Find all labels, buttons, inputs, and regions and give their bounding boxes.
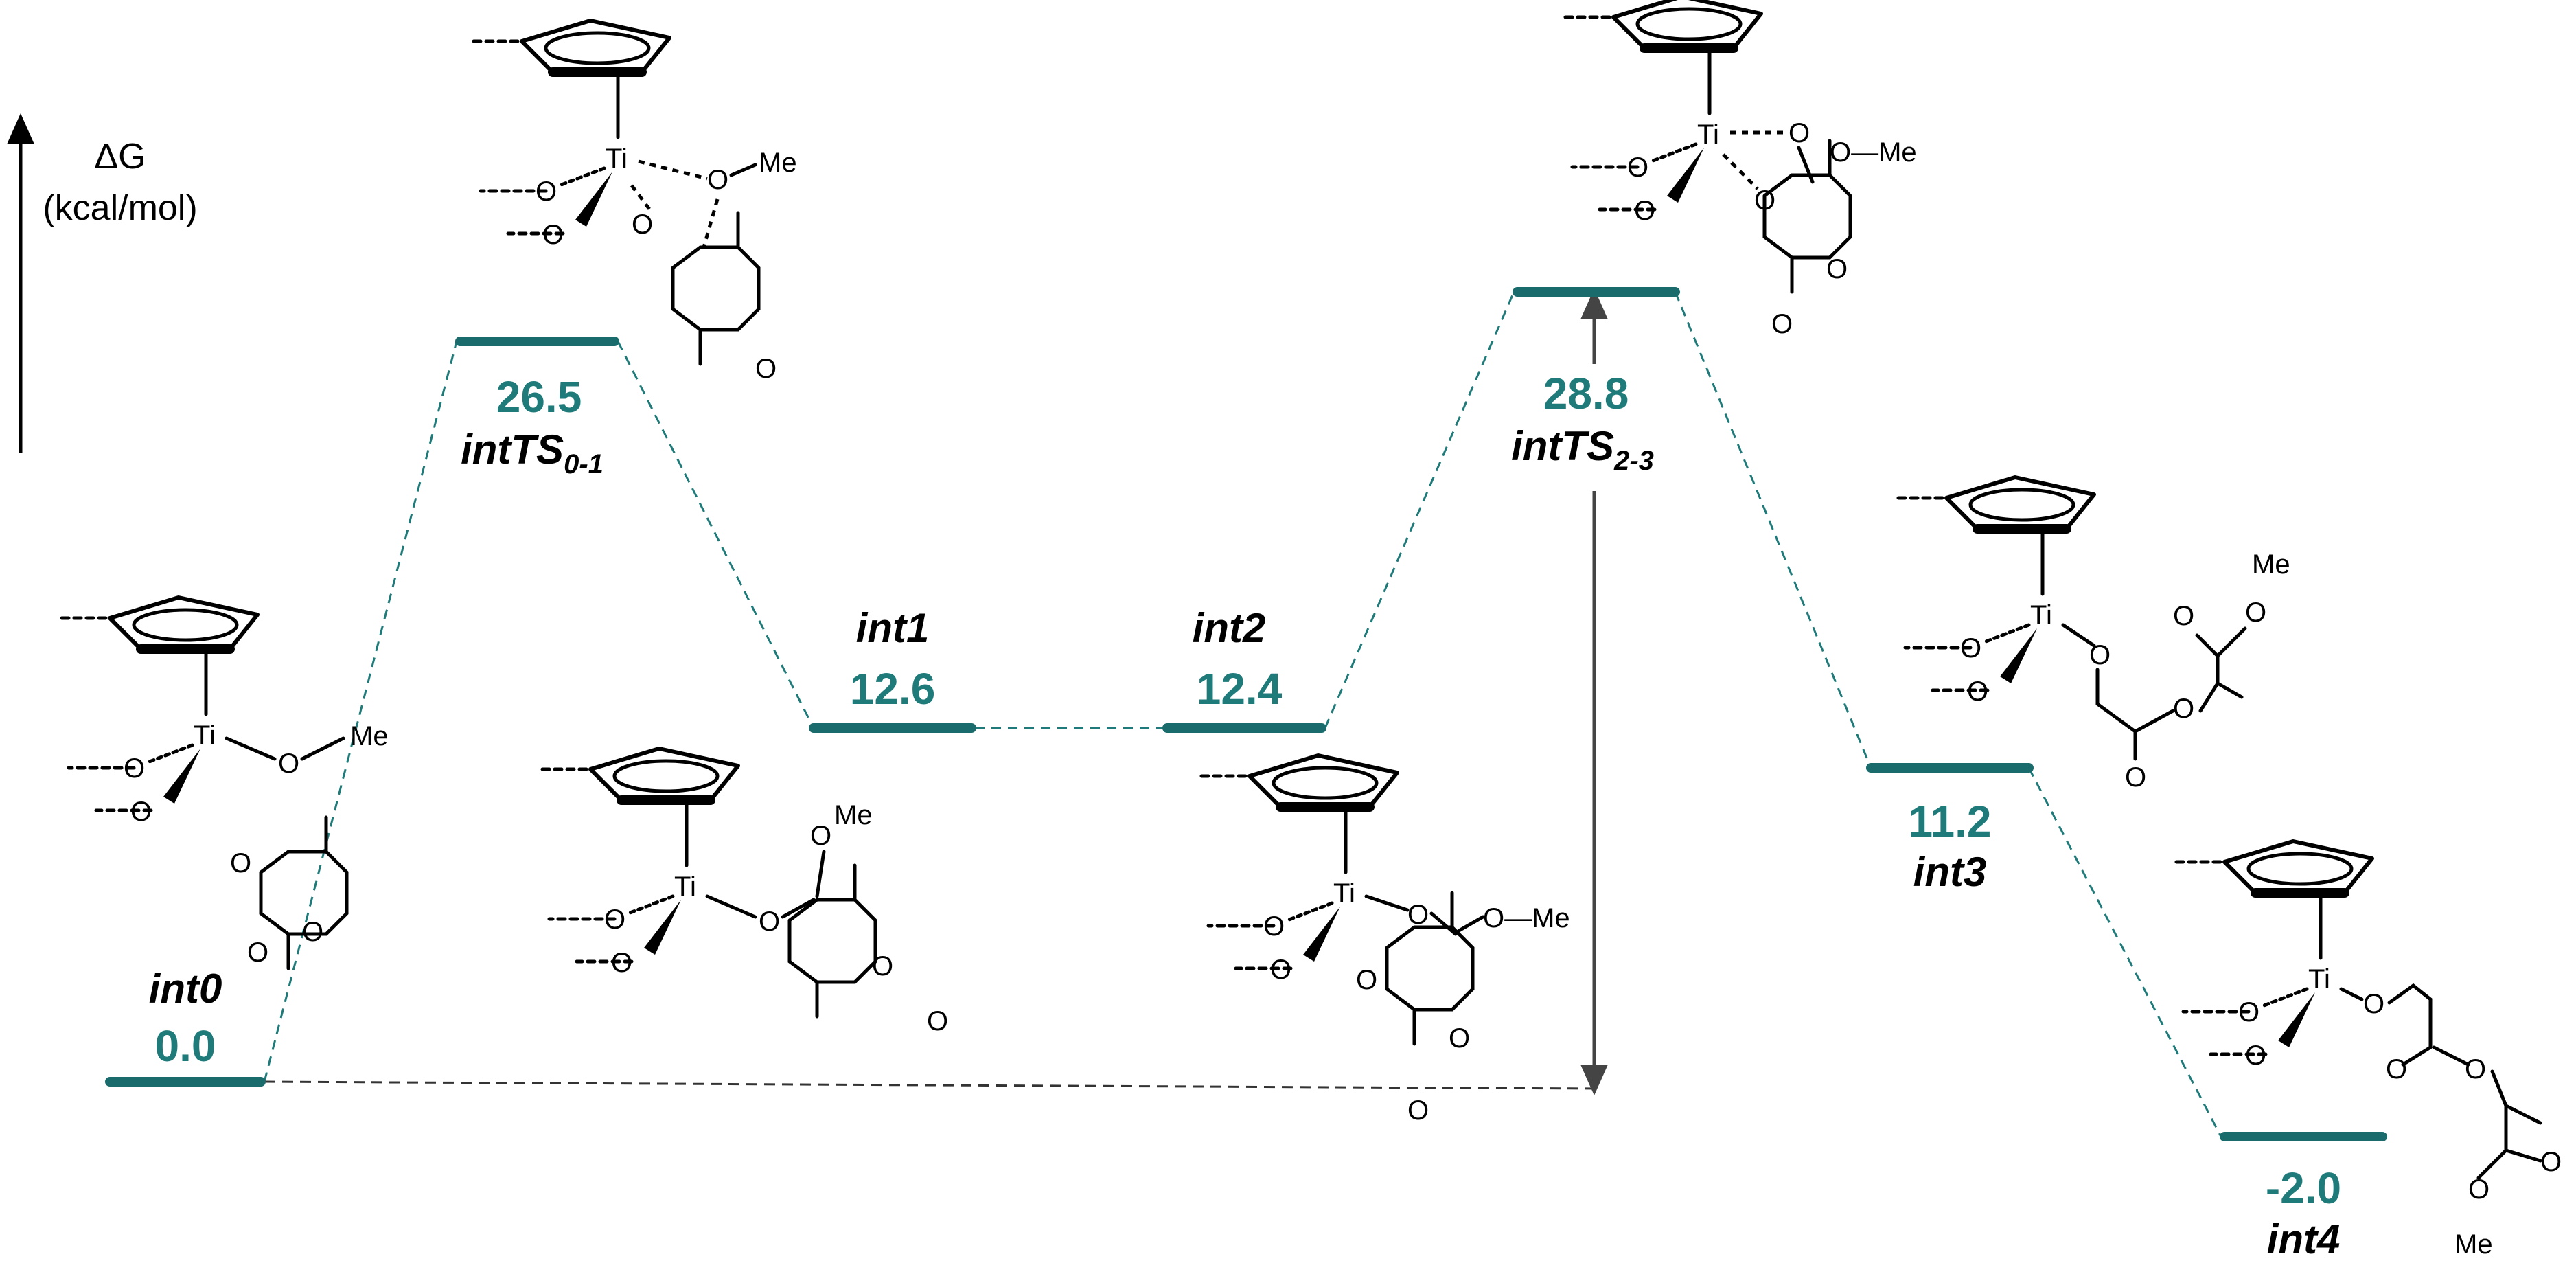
svg-text:O: O	[872, 951, 893, 981]
svg-text:O: O	[542, 220, 564, 250]
svg-text:O: O	[2468, 1174, 2489, 1205]
svg-text:O: O	[2173, 601, 2194, 631]
svg-text:O: O	[230, 848, 251, 878]
svg-text:O: O	[632, 209, 653, 240]
svg-text:O—Me: O—Me	[1830, 137, 1917, 168]
svg-text:O: O	[1407, 1095, 1429, 1126]
svg-text:O: O	[1960, 633, 1981, 663]
svg-text:O: O	[810, 821, 831, 851]
name-int0: int0	[149, 966, 222, 1012]
axis-symbol: ΔG	[94, 137, 146, 177]
svg-text:O: O	[1771, 309, 1793, 339]
svg-text:O—Me: O—Me	[1483, 903, 1570, 933]
axis-units: (kcal/mol)	[43, 188, 197, 228]
svg-text:Ti: Ti	[194, 720, 216, 751]
level-labels: int0 0.0 26.5 intTS0-1 int1 12.6 int2 12…	[149, 369, 2341, 1262]
svg-text:O: O	[759, 907, 780, 937]
svg-text:O: O	[130, 797, 152, 827]
y-axis: ΔG (kcal/mol)	[7, 113, 198, 453]
energy-int3: 11.2	[1908, 797, 1991, 846]
energy-int1: 12.6	[850, 664, 936, 714]
svg-text:O: O	[302, 917, 323, 947]
svg-text:O: O	[247, 937, 268, 968]
svg-text:O: O	[2465, 1054, 2486, 1084]
cyclopentadienyl-ring-icon	[542, 749, 738, 962]
svg-text:O: O	[124, 753, 145, 784]
energy-levels	[105, 287, 2387, 1141]
svg-text:Me: Me	[759, 148, 797, 178]
svg-text:Ti: Ti	[2308, 964, 2330, 994]
svg-text:Ti: Ti	[606, 144, 628, 174]
structure-int4: Ti O O O O O O O Me	[2176, 841, 2562, 1260]
svg-text:O: O	[2238, 997, 2259, 1027]
svg-text:O: O	[2245, 598, 2266, 628]
svg-text:Me: Me	[834, 800, 873, 830]
energy-ts23: 28.8	[1543, 369, 1629, 418]
cyclopentadienyl-ring-icon	[2176, 841, 2372, 1054]
energy-int0: 0.0	[155, 1021, 216, 1071]
svg-text:Me: Me	[2252, 549, 2290, 580]
cyclopentadienyl-ring-icon	[62, 598, 257, 810]
name-ts01: intTS0-1	[461, 427, 603, 479]
svg-text:O: O	[707, 165, 728, 195]
svg-text:O: O	[1634, 196, 1655, 226]
svg-text:O: O	[2089, 640, 2111, 670]
svg-text:O: O	[611, 948, 632, 978]
cyclopentadienyl-ring-icon	[1201, 755, 1397, 968]
structure-int3: Ti O O O O O Me O O	[1898, 477, 2290, 793]
reference-baseline	[264, 1080, 1597, 1090]
energy-int2: 12.4	[1197, 664, 1283, 714]
svg-text:O: O	[1263, 911, 1285, 942]
cyclopentadienyl-ring-icon	[474, 21, 669, 234]
structure-int1: Ti O O O O Me O O	[542, 749, 948, 1036]
svg-text:Me: Me	[350, 721, 389, 751]
connectors	[263, 291, 2222, 1137]
svg-text:O: O	[1449, 1023, 1470, 1054]
cyclopentadienyl-ring-icon	[1898, 477, 2094, 690]
energy-int4: -2.0	[2266, 1163, 2341, 1213]
svg-text:O: O	[1356, 965, 1377, 995]
svg-text:Ti: Ti	[1697, 120, 1719, 150]
svg-text:O: O	[1789, 118, 1810, 148]
svg-text:O: O	[1967, 676, 1988, 707]
svg-text:O: O	[2173, 694, 2194, 724]
connector-int3-int4	[2027, 767, 2222, 1137]
svg-text:O: O	[755, 354, 777, 384]
svg-text:O: O	[2540, 1147, 2562, 1177]
svg-text:O: O	[2245, 1040, 2266, 1071]
structure-ts01: Ti O O O Me O O	[474, 21, 797, 384]
connector-ts01-int1	[617, 341, 815, 729]
svg-text:O: O	[1270, 955, 1291, 985]
svg-text:O: O	[2125, 762, 2146, 793]
structure-ts23: Ti O O O O O—Me O O	[1565, 0, 1917, 339]
connector-ts23-int3	[1674, 291, 1872, 769]
connector-int2-ts23	[1324, 291, 1515, 729]
svg-text:Ti: Ti	[2030, 600, 2052, 630]
name-ts23: intTS2-3	[1511, 423, 1654, 476]
svg-text:O: O	[1826, 254, 1848, 284]
svg-text:Ti: Ti	[1333, 878, 1355, 909]
svg-text:O: O	[278, 749, 299, 779]
svg-text:Ti: Ti	[674, 872, 696, 902]
name-int4: int4	[2267, 1216, 2341, 1262]
svg-text:O: O	[1627, 152, 1648, 183]
svg-text:O: O	[2386, 1054, 2407, 1084]
connector-int0-ts01	[263, 341, 458, 1082]
cyclopentadienyl-ring-icon	[1565, 0, 1761, 209]
structure-int2: Ti O O O O—Me O O O	[1201, 755, 1570, 1126]
svg-text:O: O	[536, 177, 557, 207]
name-int2: int2	[1193, 605, 1266, 651]
name-int3: int3	[1913, 849, 1987, 895]
svg-text:O: O	[2363, 989, 2384, 1019]
svg-text:O: O	[927, 1006, 948, 1036]
structure-int0: Ti O O O Me O O O	[62, 598, 389, 968]
energy-ts01: 26.5	[496, 372, 582, 422]
name-int1: int1	[856, 605, 930, 651]
svg-text:O: O	[604, 905, 625, 935]
svg-text:Me: Me	[2454, 1229, 2493, 1260]
svg-text:O: O	[1407, 900, 1429, 930]
